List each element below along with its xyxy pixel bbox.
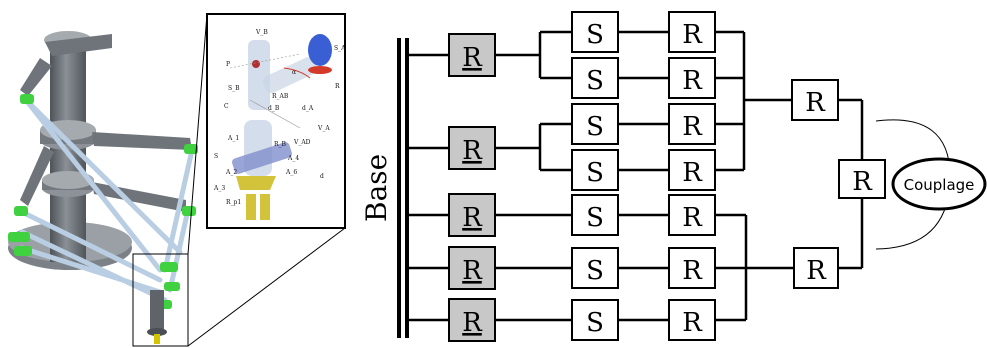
revolute-r-1: R xyxy=(668,11,716,53)
svg-text:S: S xyxy=(586,66,604,96)
inset-label: V_B xyxy=(255,29,268,36)
coupling-node: Couplage xyxy=(891,157,987,211)
spherical-s-4: S xyxy=(571,149,619,191)
svg-text:S: S xyxy=(586,203,604,233)
revolute-r-7: R xyxy=(668,299,716,341)
inset-label: R_B xyxy=(274,141,287,148)
inset-label: R_p1 xyxy=(226,199,241,206)
svg-text:R: R xyxy=(462,308,483,338)
inset-label: A_3 xyxy=(213,185,225,192)
inset-label: R_AB xyxy=(272,93,289,100)
revolute-r-3: R xyxy=(668,103,716,145)
inset-label: d_A xyxy=(302,105,314,112)
spherical-s-5: S xyxy=(571,194,619,236)
spherical-s-3: S xyxy=(571,103,619,145)
inset-label: d_B xyxy=(268,105,280,112)
revolute-r-5: R xyxy=(668,194,716,236)
revolute-r-upper-merge: R xyxy=(791,79,839,121)
svg-text:R: R xyxy=(462,256,483,286)
base-label: Base xyxy=(360,154,393,222)
actuated-r-5: R xyxy=(448,298,496,342)
revolute-r-2: R xyxy=(668,57,716,99)
svg-text:R: R xyxy=(462,43,483,73)
revolute-r-lower-merge: R xyxy=(793,247,839,289)
robot-rods xyxy=(19,97,195,303)
svg-text:R: R xyxy=(682,308,703,338)
actuated-r-4: R xyxy=(448,246,496,290)
svg-text:S: S xyxy=(586,158,604,188)
inset-label: A_2 xyxy=(225,169,237,176)
robot-top-arm xyxy=(45,34,112,56)
inset-label: S_A xyxy=(334,45,346,52)
actuated-r-3: R xyxy=(448,193,496,237)
inset-label: A_6 xyxy=(285,169,297,176)
svg-text:R: R xyxy=(682,112,703,142)
inset-label: P xyxy=(226,61,230,68)
svg-text:R: R xyxy=(682,256,703,286)
svg-text:S: S xyxy=(586,20,604,50)
actuated-r-2: R xyxy=(448,126,496,170)
actuated-r-1: R xyxy=(448,33,496,77)
zoom-box xyxy=(132,253,189,347)
inset-label: S_B xyxy=(228,85,240,92)
svg-text:R: R xyxy=(806,256,827,286)
svg-text:R: R xyxy=(682,66,703,96)
revolute-r-4: R xyxy=(668,149,716,191)
spherical-s-6: S xyxy=(571,247,619,289)
inset-label: A_1 xyxy=(227,135,239,142)
svg-text:R: R xyxy=(462,203,483,233)
svg-text:S: S xyxy=(586,308,604,338)
svg-text:S: S xyxy=(586,112,604,142)
spherical-s-7: S xyxy=(571,299,619,341)
svg-text:S: S xyxy=(586,256,604,286)
svg-text:R: R xyxy=(682,158,703,188)
svg-text:R: R xyxy=(682,20,703,50)
spherical-s-1: S xyxy=(571,11,619,53)
robot-end-effector xyxy=(150,290,164,330)
robot-render xyxy=(8,31,198,344)
spherical-s-2: S xyxy=(571,57,619,99)
svg-text:R: R xyxy=(682,203,703,233)
revolute-r-6: R xyxy=(668,247,716,289)
robot-joints xyxy=(8,94,198,309)
joint-blocks: R R R R R S S S xyxy=(448,11,886,342)
inset-label: d xyxy=(320,173,324,180)
revolute-r-center: R xyxy=(838,159,886,199)
inset-label: A_4 xyxy=(287,155,299,162)
inset-label: C xyxy=(224,103,229,110)
svg-text:R: R xyxy=(852,167,873,197)
kinematic-diagram xyxy=(397,30,951,338)
inset-label: V_AD xyxy=(293,139,311,146)
inset-label: V_A xyxy=(317,125,330,132)
inset-label: α xyxy=(292,69,296,76)
svg-text:R: R xyxy=(805,88,826,118)
inset-detail: V_B S_A P α R S_B R_AB C d_B d_A V_A V_A… xyxy=(206,13,346,229)
inset-label: S xyxy=(214,153,218,160)
inset-label: R xyxy=(335,83,340,90)
coupling-label: Couplage xyxy=(904,176,975,194)
svg-text:R: R xyxy=(462,136,483,166)
